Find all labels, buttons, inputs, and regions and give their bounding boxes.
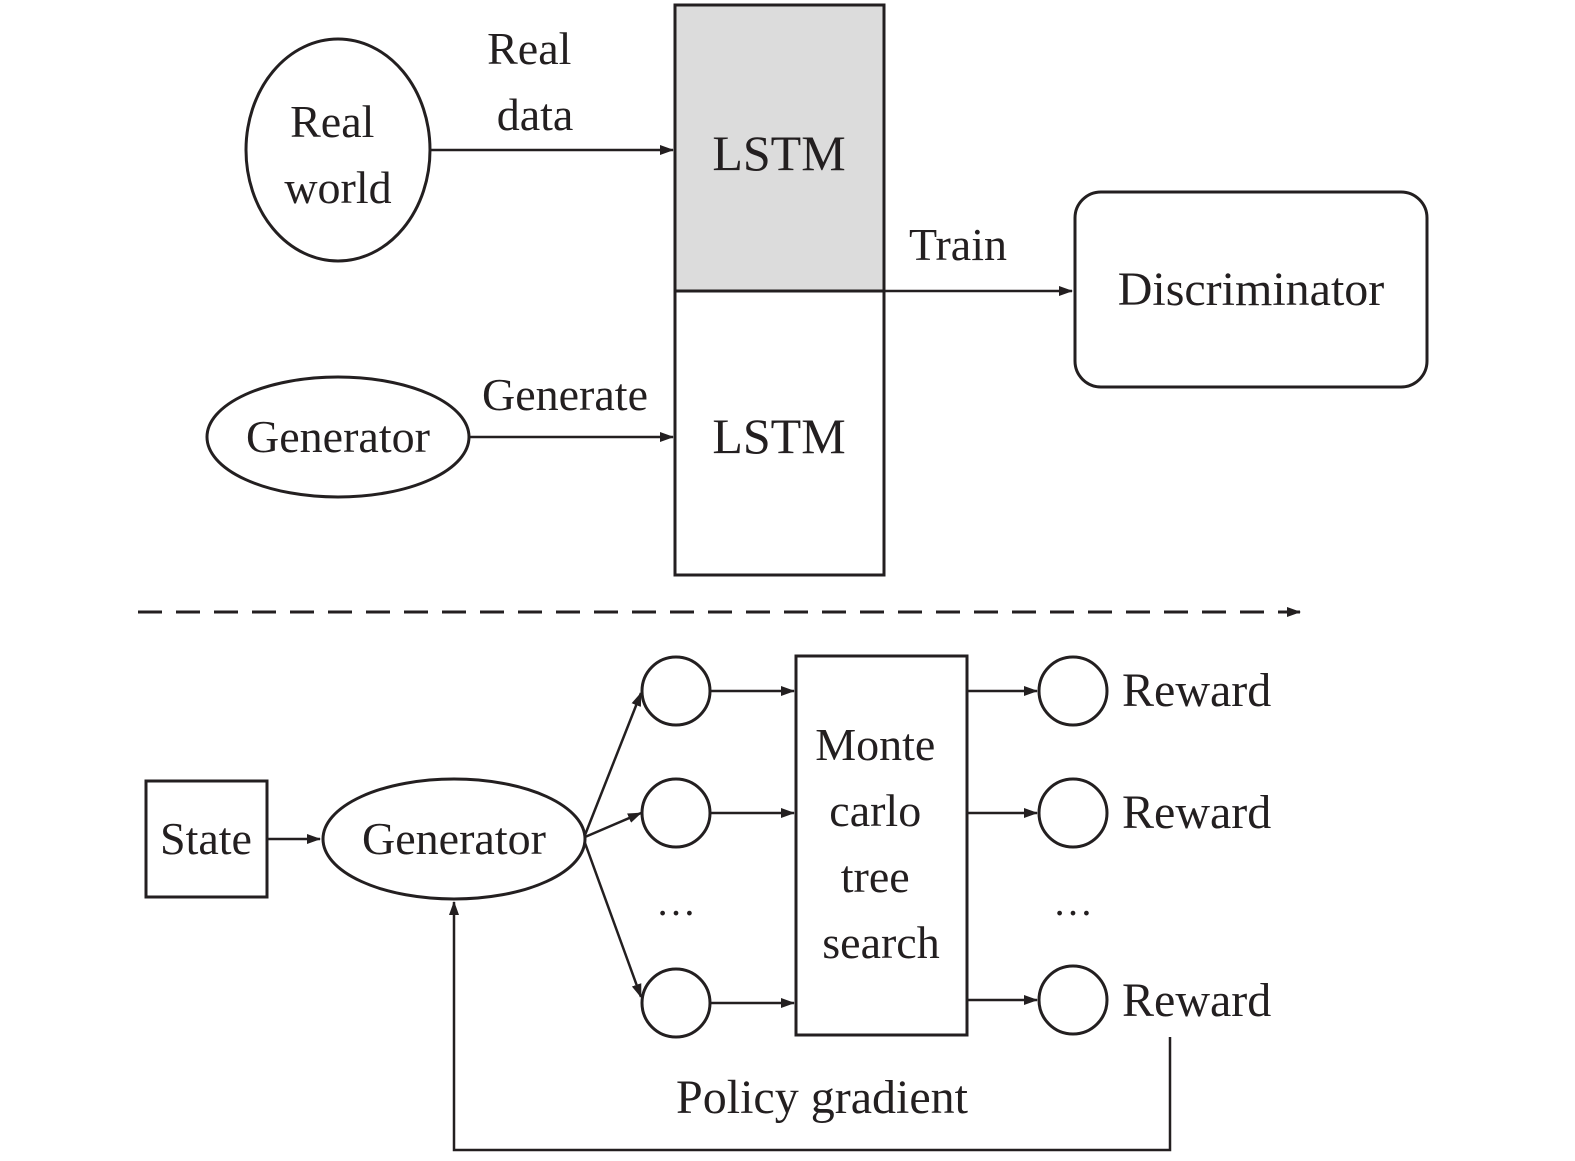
generator-bottom-label: Generator <box>362 813 546 864</box>
state-label: State <box>160 813 252 864</box>
svg-text:Real data: Real data <box>487 23 583 140</box>
ellipsis-right: … <box>1053 879 1093 924</box>
generator-to-sample-1-arrow <box>583 692 643 836</box>
svg-text:Real world: Real world <box>284 96 391 213</box>
real-world-label-line1: Real <box>290 96 374 147</box>
sample-node-2 <box>640 777 712 849</box>
policy-gradient-label: Policy gradient <box>676 1071 969 1124</box>
generator-bottom-node <box>321 777 587 901</box>
discriminator-label: Discriminator <box>1118 263 1385 316</box>
mcts-box <box>794 654 969 1037</box>
reward-node-3 <box>1037 964 1109 1036</box>
bottom-section: State Generator … Monte carlo tree searc… <box>144 654 1271 1152</box>
generator-to-sample-2-arrow <box>584 811 642 839</box>
lstm-real-label: LSTM <box>712 125 845 181</box>
mcts-label-line2: carlo <box>829 785 921 836</box>
train-label: Train <box>909 219 1007 270</box>
mcts-label-line1: Monte <box>815 719 935 770</box>
real-data-label-line2: data <box>497 89 574 140</box>
reward-label-3: Reward <box>1122 974 1271 1027</box>
top-section: Real world Real data LSTM LSTM Train Dis… <box>205 3 1429 577</box>
generator-top-label: Generator <box>246 411 430 462</box>
generate-label: Generate <box>482 369 648 420</box>
generator-to-sample-3-arrow <box>583 842 643 998</box>
real-world-node <box>244 37 432 263</box>
state-box <box>144 779 269 899</box>
ellipsis-left: … <box>656 879 696 924</box>
sample-node-3 <box>640 967 712 1039</box>
mcts-label-line3: tree <box>841 851 910 902</box>
lstm-generated-label: LSTM <box>712 408 845 464</box>
discriminator-box <box>1073 190 1429 389</box>
policy-gradient-loop-arrow <box>449 901 1172 1152</box>
sample-node-1 <box>640 655 712 727</box>
reward-node-2 <box>1037 777 1109 849</box>
mcts-label-line4: search <box>822 917 939 968</box>
reward-node-1 <box>1037 655 1109 727</box>
real-world-label-line2: world <box>284 162 391 213</box>
reward-label-2: Reward <box>1122 786 1271 839</box>
reward-label-1: Reward <box>1122 664 1271 717</box>
real-data-label-line1: Real <box>487 23 571 74</box>
svg-text:Monte carlo tree: Monte carlo tree search <box>815 719 947 968</box>
lstm-generated-box <box>673 289 886 577</box>
